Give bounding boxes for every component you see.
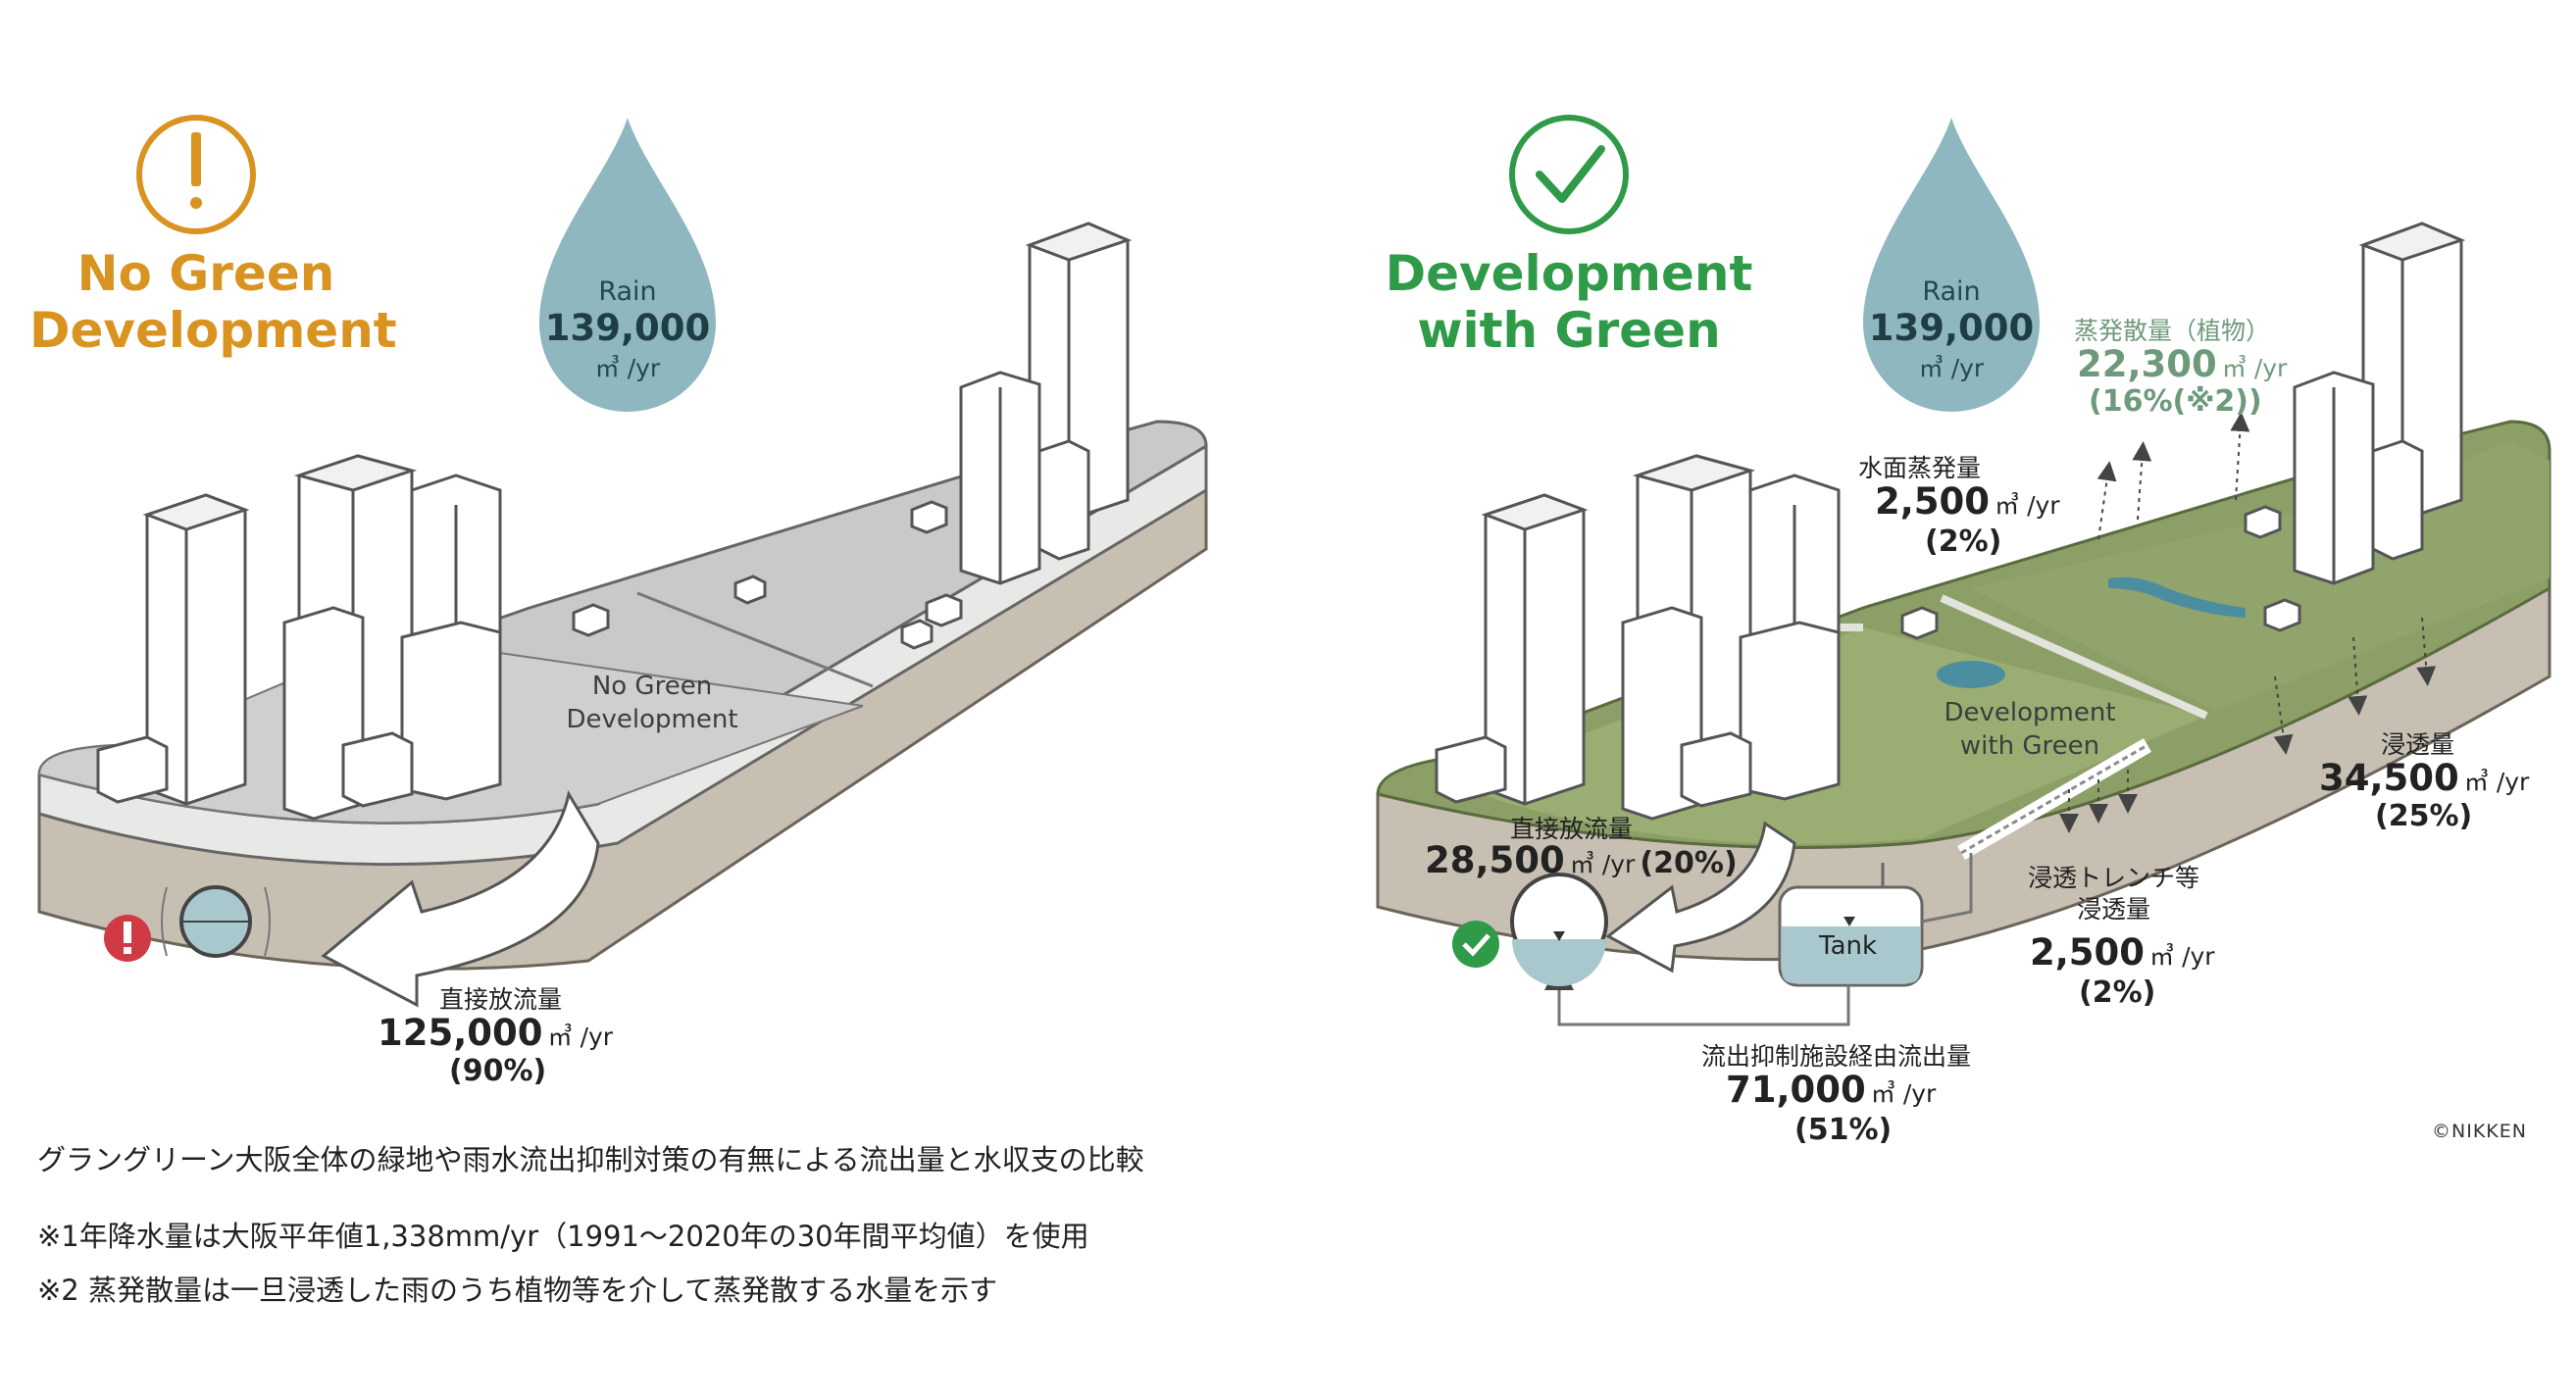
- right-title-line1: Development: [1385, 245, 1753, 302]
- direct-value: 28,500: [1425, 839, 1565, 881]
- facility-pct: (51%): [1794, 1113, 1893, 1147]
- facility-label: 流出抑制施設経由流出量: [1701, 1042, 1972, 1071]
- storage-tank: [1544, 853, 1973, 1026]
- surface-evap-value: 2,500: [1875, 480, 1991, 523]
- left-runoff-unit: ㎥ /yr: [547, 1023, 614, 1051]
- trench-pct: (2%): [2079, 975, 2156, 1010]
- right-map-label-line2: with Green: [1959, 731, 2100, 761]
- credit: ©NIKKEN: [2432, 1121, 2527, 1142]
- left-map-label-line2: Development: [566, 705, 738, 734]
- trench-unit: ㎥ /yr: [2149, 942, 2215, 971]
- surface-evap-figure: 2,500 ㎥ /yr: [1875, 480, 2060, 523]
- left-title-line1: No Green: [76, 245, 335, 302]
- check-badge-icon: [1452, 921, 1499, 968]
- alert-badge-icon: [104, 915, 151, 962]
- direct-label: 直接放流量: [1510, 815, 1634, 843]
- evapotranspiration-value: 22,300: [2077, 343, 2217, 385]
- infiltration-figure: 34,500 ㎥ /yr: [2319, 757, 2529, 799]
- right-buildings: [1435, 222, 2466, 821]
- right-map-label: Development with Green: [1917, 696, 2143, 763]
- right-title-line2: with Green: [1417, 302, 1721, 359]
- direct-unit: ㎥ /yr: [1569, 850, 1636, 878]
- infiltration-label: 浸透量: [2381, 730, 2455, 759]
- trench-label-line2: 浸透量: [2077, 895, 2151, 924]
- surface-evap-pct: (2%): [1925, 525, 2002, 559]
- left-runoff-pct: (90%): [449, 1054, 547, 1088]
- facility-value: 71,000: [1726, 1069, 1866, 1111]
- left-title-line2: Development: [29, 302, 397, 359]
- right-rain-text: Rain 139,000 ㎥ /yr: [1863, 276, 2040, 384]
- direct-figure: 28,500 ㎥ /yr (20%): [1425, 839, 1738, 881]
- left-title: No Green Development: [29, 245, 397, 359]
- exclamation-circle-icon: [136, 115, 256, 234]
- right-map-label-line1: Development: [1944, 698, 2116, 727]
- left-rain-text: Rain 139,000 ㎥ /yr: [539, 276, 716, 384]
- evapotranspiration-pct: (16%(※2)): [2089, 384, 2262, 419]
- right-title: Development with Green: [1378, 245, 1760, 359]
- infiltration-unit: ㎥ /yr: [2463, 768, 2530, 796]
- infiltration-pct: (25%): [2375, 799, 2473, 833]
- left-runoff-figure: 125,000 ㎥ /yr: [378, 1012, 613, 1054]
- trench-figure: 2,500 ㎥ /yr: [2030, 931, 2215, 974]
- left-rain-drop-icon: [539, 118, 716, 412]
- trench-label-line1: 浸透トレンチ等: [2028, 864, 2200, 892]
- left-rain-label: Rain: [598, 276, 657, 307]
- trench-label: 浸透トレンチ等 浸透量: [2028, 863, 2199, 925]
- evapotranspiration-figure: 22,300 ㎥ /yr: [2077, 343, 2287, 385]
- caption: グラングリーン大阪全体の緑地や雨水流出抑制対策の有無による流出量と水収支の比較: [37, 1143, 1144, 1176]
- flow-arrows: [2059, 412, 2437, 833]
- left-runoff-value: 125,000: [378, 1012, 543, 1054]
- evapotranspiration-unit: ㎥ /yr: [2221, 354, 2288, 382]
- right-rain-drop-icon: [1863, 118, 2040, 412]
- tank-label: Tank: [1819, 931, 1878, 961]
- surface-evap-unit: ㎥ /yr: [1995, 491, 2060, 520]
- left-runoff-label: 直接放流量: [439, 985, 563, 1014]
- note-2: ※2 蒸発散量は一旦浸透した雨のうち植物等を介して蒸発散する水量を示す: [37, 1274, 998, 1307]
- note-1: ※1年降水量は大阪平年値1,338mm/yr（1991〜2020年の30年間平均…: [37, 1220, 1089, 1253]
- right-outflow-arrow-icon: [1605, 821, 1796, 974]
- left-buildings: [96, 222, 1133, 821]
- check-circle-icon: [1509, 115, 1629, 234]
- right-rain-value: 139,000: [1868, 307, 2035, 349]
- facility-figure: 71,000 ㎥ /yr: [1726, 1069, 1936, 1111]
- left-rain-value: 139,000: [544, 307, 711, 349]
- left-rain-unit: ㎥ /yr: [594, 354, 661, 382]
- left-drain-pipe: [161, 885, 271, 958]
- infiltration-value: 34,500: [2319, 757, 2459, 799]
- left-map-label: No Green Development: [554, 670, 750, 736]
- facility-unit: ㎥ /yr: [1870, 1079, 1937, 1108]
- evapotranspiration-label: 蒸発散量（植物）: [2074, 317, 2271, 345]
- trench-value: 2,500: [2030, 931, 2146, 974]
- surface-evap-label: 水面蒸発量: [1858, 454, 1982, 482]
- right-rain-unit: ㎥ /yr: [1918, 354, 1985, 382]
- left-map-label-line1: No Green: [591, 672, 713, 701]
- right-rain-label: Rain: [1922, 276, 1981, 307]
- left-outflow-arrow-icon: [321, 790, 600, 1008]
- right-drain-pipe: [1510, 873, 1608, 986]
- direct-pct: (20%): [1640, 846, 1738, 880]
